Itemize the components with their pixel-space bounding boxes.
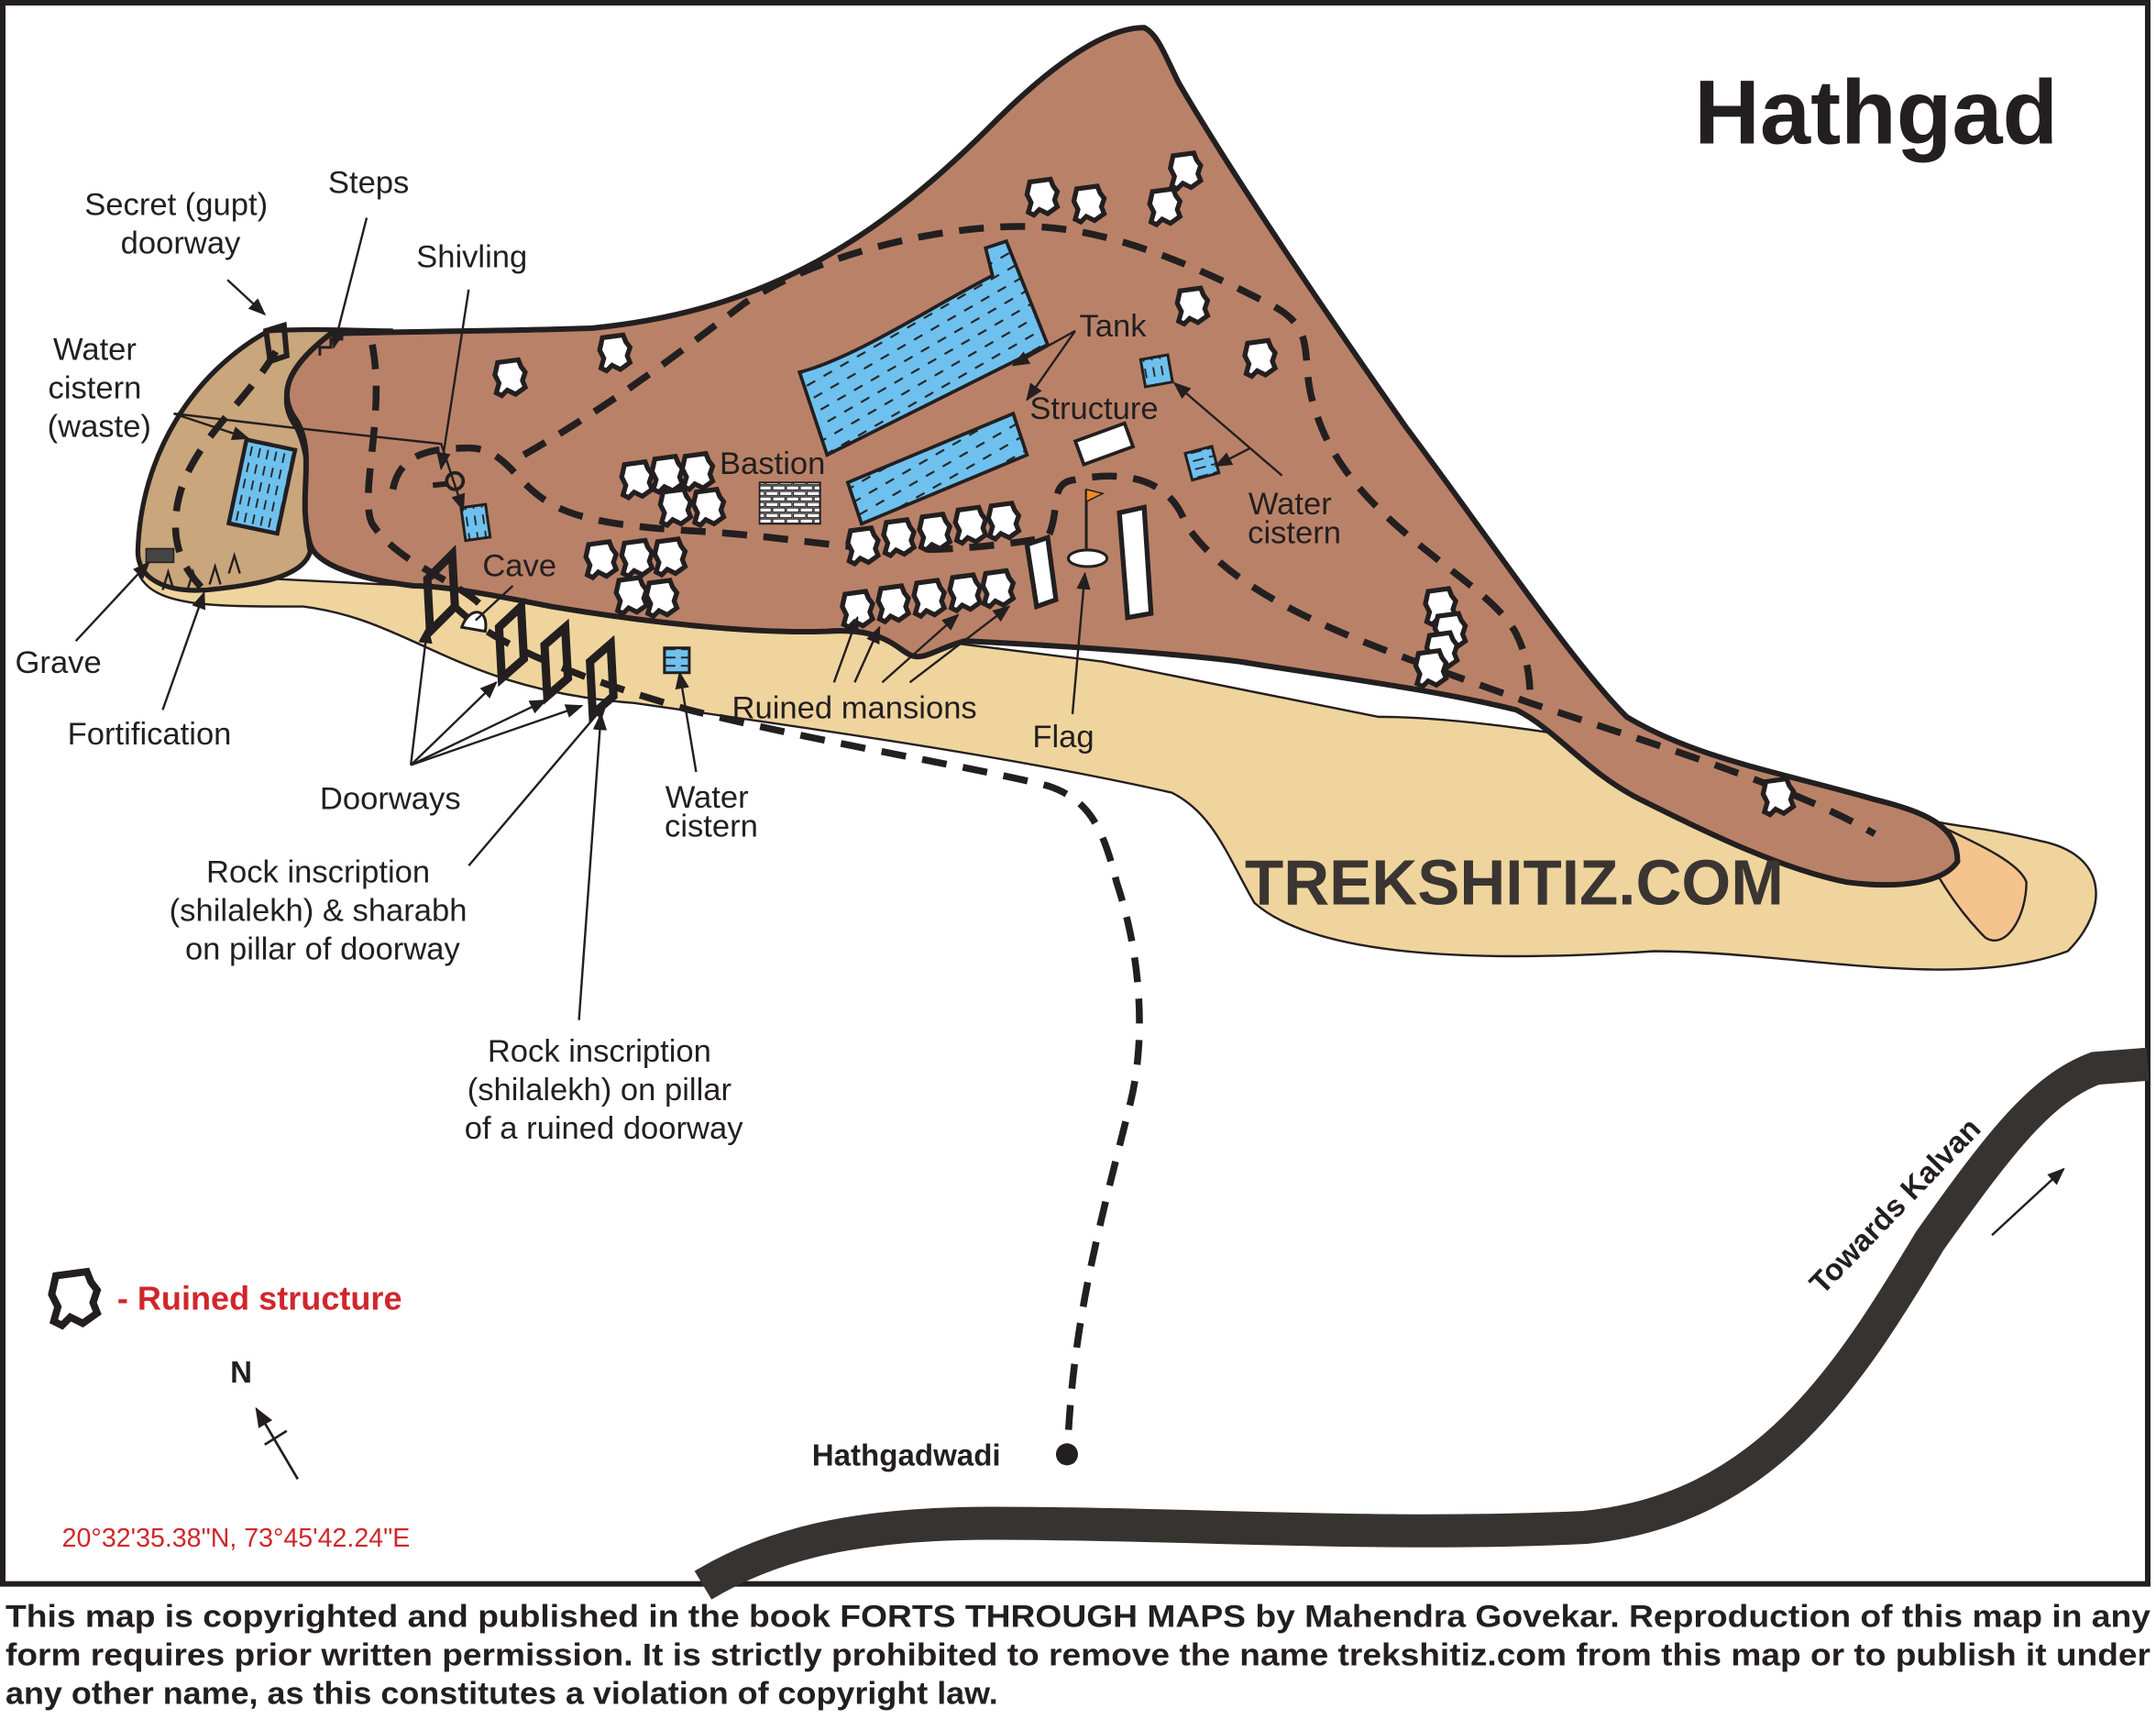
cistern-right-lower <box>1183 444 1221 482</box>
structure-block <box>1072 421 1136 468</box>
north-arrow-icon <box>255 1406 299 1481</box>
copyright-notice: This map is copyrighted and published in… <box>6 1599 2156 1711</box>
label-grave: Grave <box>16 645 102 680</box>
grave-icon <box>145 547 175 564</box>
village-marker-icon <box>1055 1443 1078 1466</box>
label-flag: Flag <box>1032 720 1094 755</box>
compass-north-label: N <box>230 1356 252 1390</box>
cistern-shivling <box>459 502 492 543</box>
long-ruin-1 <box>1024 534 1059 611</box>
legend-ruin-icon <box>51 1272 97 1326</box>
label-tank: Tank <box>1080 309 1148 344</box>
trails <box>171 223 1877 1434</box>
tank-large <box>797 238 1050 457</box>
label-rock-inscription-2: Rock inscription (shilalekh) on pillar o… <box>465 1034 743 1146</box>
label-doorways: Doorways <box>320 782 461 817</box>
bastion-icon <box>758 481 821 525</box>
label-water-cistern-right: Water cistern <box>1248 487 1341 551</box>
label-fortification: Fortification <box>68 717 232 752</box>
label-rock-inscription-1: Rock inscription (shilalekh) & sharabh o… <box>170 854 476 966</box>
label-shivling: Shivling <box>416 240 527 275</box>
legend-ruined-structure: - Ruined structure <box>117 1279 402 1317</box>
cistern-waste-west <box>226 436 298 536</box>
doorway-icons <box>262 321 618 723</box>
cistern-right-upper <box>1138 353 1174 389</box>
flag-icon <box>1066 488 1109 568</box>
label-bastion: Bastion <box>720 446 825 481</box>
label-steps: Steps <box>328 166 409 201</box>
label-water-cistern-waste: Water cistern (waste) <box>48 332 151 444</box>
shivling-icon <box>432 470 466 491</box>
map-frame <box>0 0 2150 1587</box>
label-cave: Cave <box>482 549 556 584</box>
cistern-bottom <box>663 646 691 675</box>
label-water-cistern-bottom: Water cistern <box>665 780 758 844</box>
plateau-area <box>284 25 1961 888</box>
long-ruin-2 <box>1116 504 1154 621</box>
tank-small <box>845 411 1029 526</box>
label-secret-doorway: Secret (gupt) doorway <box>84 188 277 261</box>
watermark-text: TREKSHITIZ.COM <box>1245 846 1784 918</box>
label-structure: Structure <box>1029 391 1158 426</box>
coordinates-text: 20°32'35.38"N, 73°45'42.24"E <box>62 1524 411 1553</box>
leader-lines <box>74 217 2065 1237</box>
label-village: Hathgadwadi <box>812 1438 1001 1472</box>
map-title: Hathgad <box>1694 61 2058 163</box>
road-towards-kalvan <box>694 1047 2150 1600</box>
fortification-icons <box>161 551 241 590</box>
label-ruined-mansions: Ruined mansions <box>732 690 977 725</box>
